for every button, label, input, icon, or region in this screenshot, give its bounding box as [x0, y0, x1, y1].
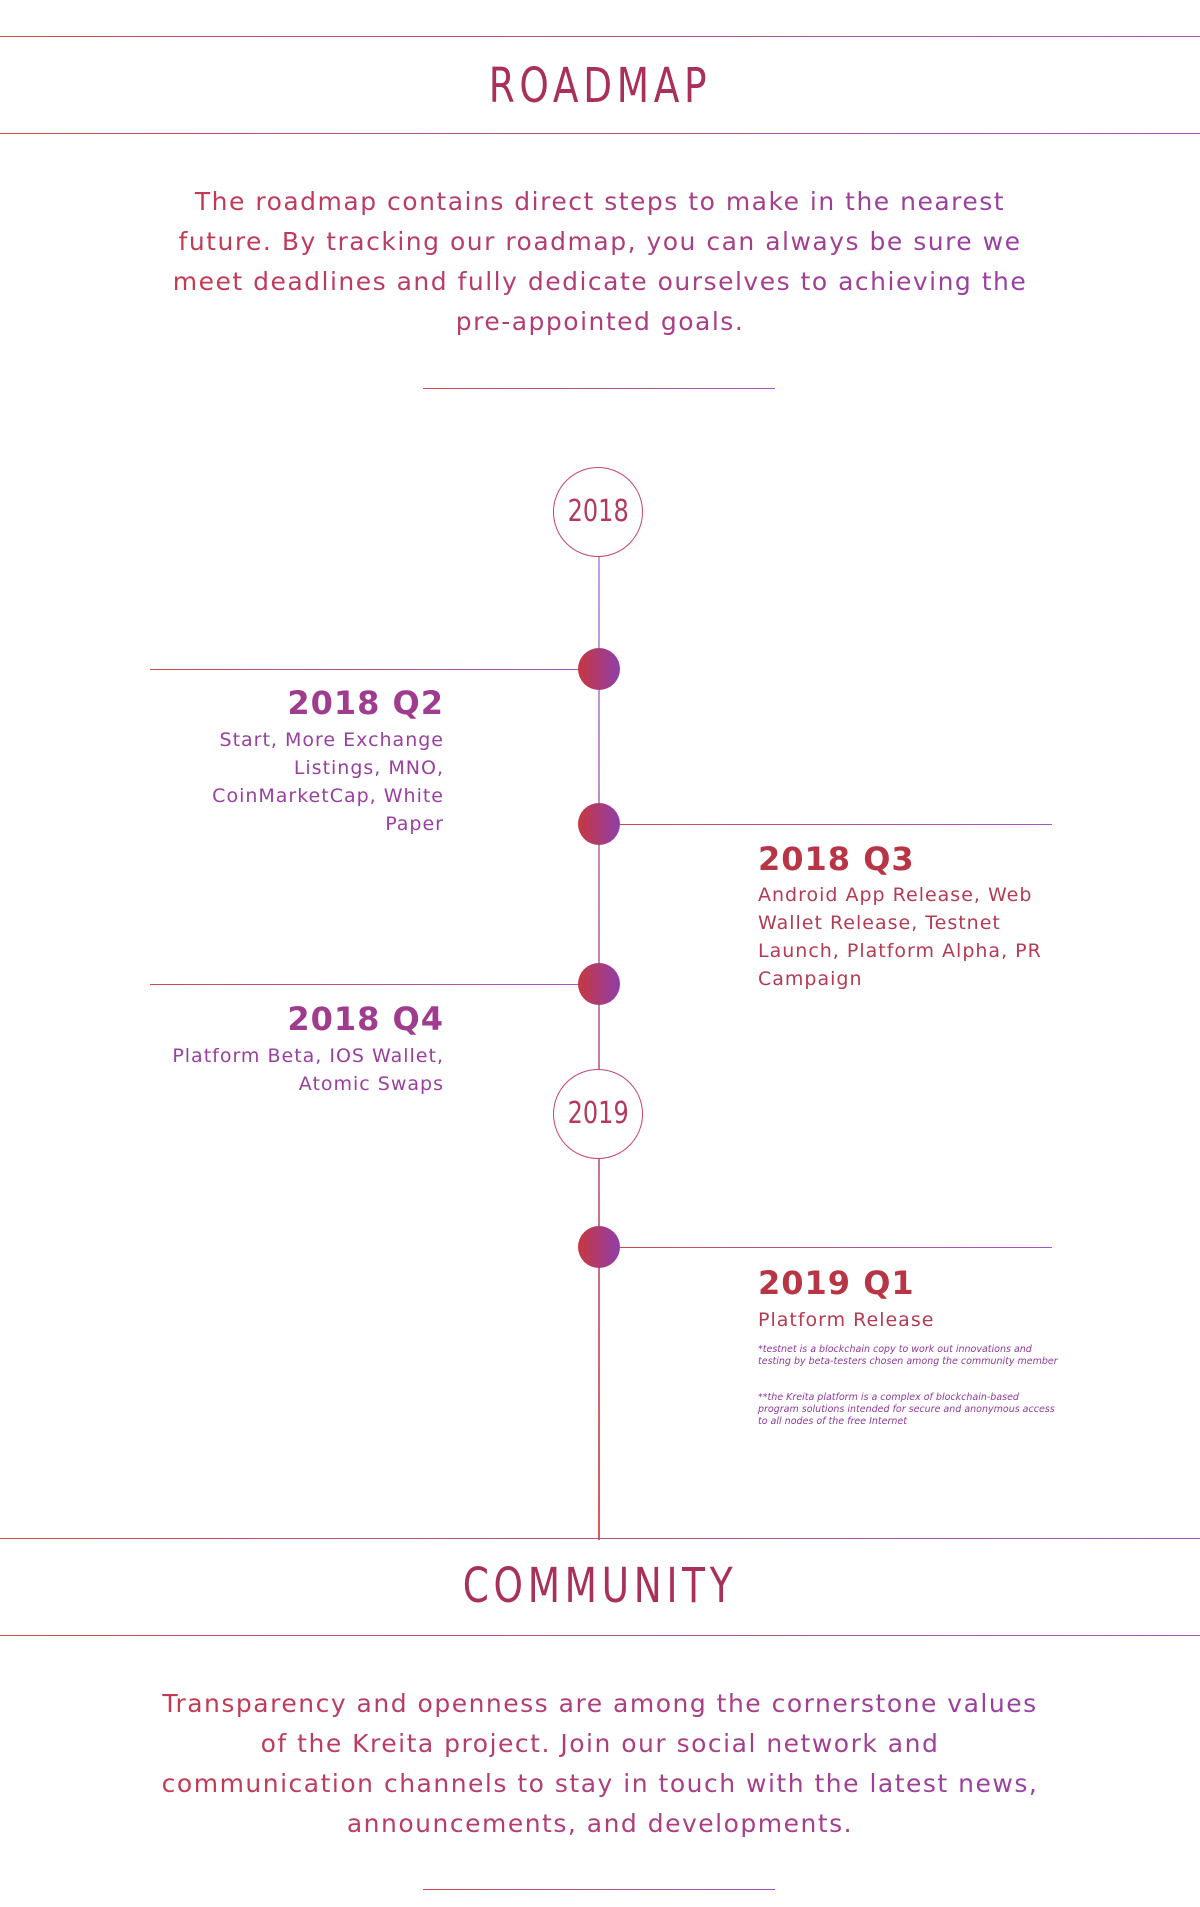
roadmap-bottom-rule: [0, 133, 1200, 134]
community-bottom-rule: [0, 1635, 1200, 1636]
milestone-dot-2018-q3: [578, 803, 620, 845]
milestone-text-2018-q3: Android App Release, Web Wallet Release,…: [758, 884, 1042, 990]
milestone-connector-2018-q2: [150, 669, 580, 670]
milestone-text-2019-q1: Platform Release: [758, 1309, 935, 1331]
community-divider: [423, 1889, 775, 1890]
milestone-title-2018-q4: 2018 Q4: [287, 1000, 444, 1038]
roadmap-intro: The roadmap contains direct steps to mak…: [160, 182, 1040, 342]
roadmap-divider: [423, 388, 775, 389]
milestone-title-2018-q2: 2018 Q2: [287, 684, 444, 722]
milestone-dot-2018-q4: [578, 963, 620, 1005]
milestone-connector-2018-q3: [620, 824, 1052, 825]
milestone-text-2018-q4: Platform Beta, IOS Wallet, Atomic Swaps: [172, 1045, 444, 1095]
roadmap-title: ROADMAP: [488, 58, 712, 114]
milestone-text-2018-q2: Start, More Exchange Listings, MNO, Coin…: [212, 729, 444, 835]
timeline-line: [598, 500, 600, 1540]
community-title: COMMUNITY: [462, 1558, 738, 1614]
community-intro: Transparency and openness are among the …: [150, 1684, 1050, 1844]
community-top-rule: [0, 1538, 1200, 1539]
milestone-connector-2019-q1: [620, 1247, 1052, 1248]
milestone-title-2018-q3: 2018 Q3: [758, 840, 915, 878]
roadmap-top-rule: [0, 36, 1200, 37]
footnote-testnet: *testnet is a blockchain copy to work ou…: [758, 1344, 1058, 1367]
milestone-dot-2019-q1: [578, 1226, 620, 1268]
milestone-dot-2018-q2: [578, 648, 620, 690]
year-marker-2019: 2019: [553, 1069, 643, 1159]
year-marker-2018: 2018: [553, 467, 643, 557]
milestone-connector-2018-q4: [150, 984, 580, 985]
footnote-kreita-platform: **the Kreita platform is a complex of bl…: [758, 1392, 1055, 1427]
milestone-title-2019-q1: 2019 Q1: [758, 1264, 915, 1302]
